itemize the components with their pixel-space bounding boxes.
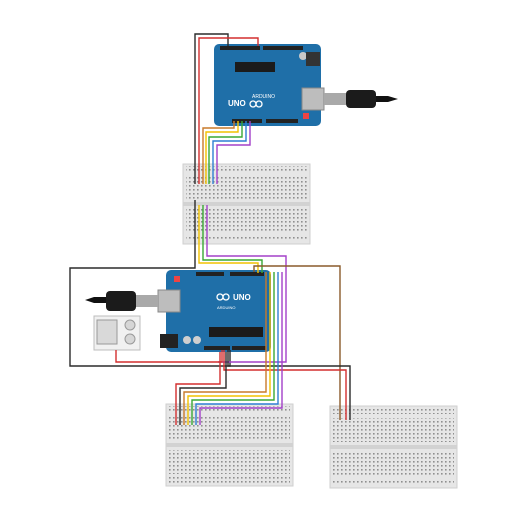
wire-brown-right[interactable] (253, 265, 341, 420)
arduino-top[interactable]: UNO ARDUINO (214, 44, 325, 126)
wire-blue-bottom[interactable] (195, 272, 279, 425)
wire-black-mid-link[interactable] (69, 200, 231, 367)
wire-purple-bottom[interactable] (199, 272, 283, 425)
wire-blue-top[interactable] (212, 121, 247, 184)
wire-purple-mid-link[interactable] (206, 205, 287, 363)
wire-red-bottom[interactable] (175, 352, 221, 425)
arduino-middle-model-label: UNO (233, 293, 251, 302)
wire-orange-top[interactable] (202, 121, 235, 184)
wire-green-top[interactable] (208, 121, 243, 184)
seven-segment-display[interactable] (93, 315, 141, 351)
wire-red-seven-seg[interactable] (115, 350, 223, 363)
wire-yellow-top[interactable] (205, 121, 239, 184)
arduino-middle[interactable]: UNO ARDUINO (157, 270, 271, 352)
arduino-middle-brand-label: ARDUINO (217, 305, 235, 310)
arduino-infinity-icon (216, 293, 230, 301)
wire-yellow-mid-link[interactable] (198, 205, 259, 273)
wire-green-bottom[interactable] (191, 272, 275, 425)
breadboard-bottom-left[interactable] (165, 403, 294, 487)
wire-black-top-loop[interactable] (194, 33, 229, 184)
wire-yellow-bottom[interactable] (187, 272, 271, 425)
wires (69, 33, 351, 425)
wire-red-top-loop[interactable] (198, 37, 259, 184)
wire-orange-bottom[interactable] (183, 272, 267, 425)
usb-cable-top[interactable] (324, 90, 398, 108)
arduino-top-brand-label: ARDUINO (252, 94, 275, 100)
wire-purple-top[interactable] (216, 121, 251, 184)
arduino-infinity-icon (249, 100, 263, 108)
arduino-top-model-label: UNO (228, 99, 246, 108)
wire-red-right[interactable] (223, 350, 347, 420)
breadboard-top[interactable] (182, 163, 311, 245)
wire-black-right[interactable] (227, 350, 351, 420)
wire-black-bottom[interactable] (179, 352, 227, 425)
breadboard-bottom-right[interactable] (329, 405, 458, 489)
usb-cable-middle[interactable] (85, 291, 158, 311)
